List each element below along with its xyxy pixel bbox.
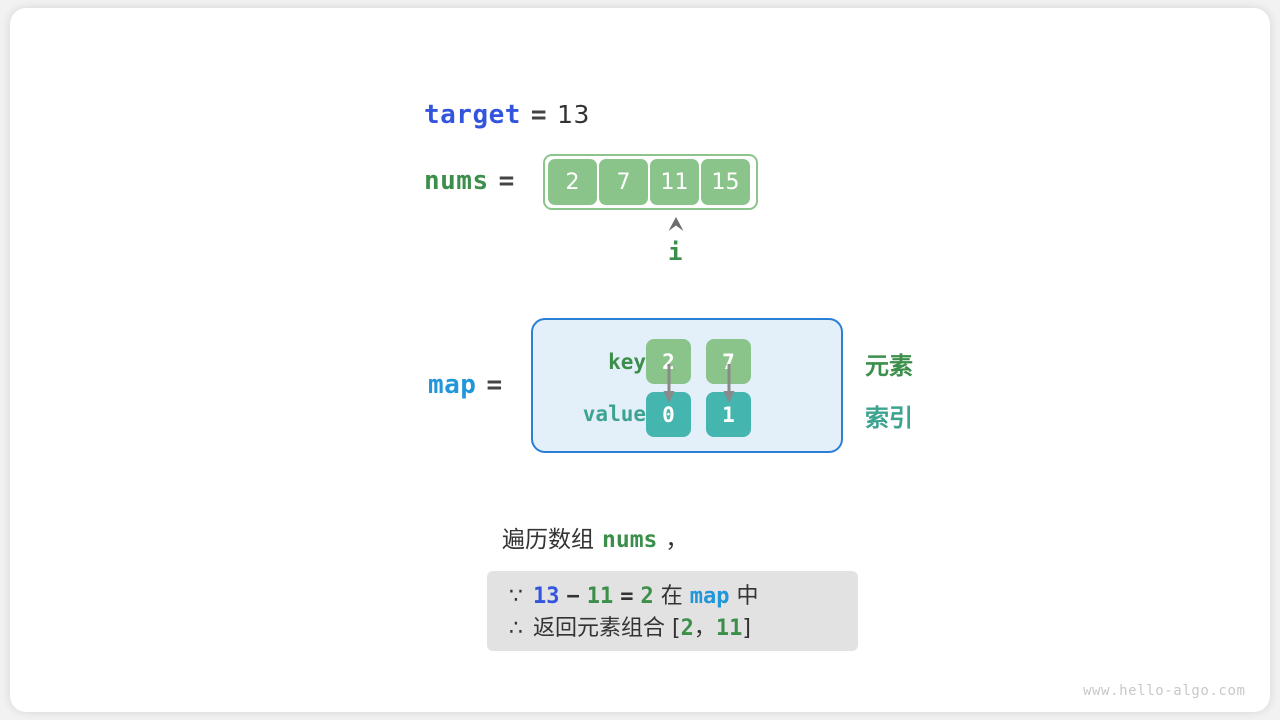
map-row-label: map =	[428, 370, 513, 400]
target-equals-sign: =	[530, 100, 548, 130]
nums-variable-label: nums	[424, 166, 489, 196]
down-arrow-icon	[663, 364, 675, 403]
conclusion-current-value: 11	[586, 584, 614, 609]
array-cell: 11	[650, 159, 699, 205]
conclusion-tail-word: 中	[736, 584, 759, 609]
nums-equals-sign: =	[498, 166, 515, 196]
diagram-card: target = 13 nums = 2 7 11 15 i map = key val…	[10, 8, 1270, 712]
equals-sign: =	[620, 584, 634, 609]
result-comma: ，	[693, 616, 716, 641]
result-value-a: 2	[680, 616, 694, 641]
conclusion-complement-value: 2	[640, 584, 654, 609]
map-value-row-label: value	[582, 402, 646, 426]
therefore-symbol: ∴	[509, 616, 523, 641]
target-row: target = 13	[424, 100, 590, 130]
array-cell: 2	[548, 159, 597, 205]
result-value-b: 11	[715, 616, 743, 641]
array-cell: 7	[599, 159, 648, 205]
target-variable-label: target	[424, 100, 521, 130]
map-key-row-label: key	[608, 350, 646, 374]
conclusion-map-word: map	[689, 584, 730, 609]
map-equals-sign: =	[486, 370, 503, 400]
because-symbol: ∵	[509, 584, 523, 609]
map-variable-label: map	[428, 370, 477, 400]
conclusion-result-text: 返回元素组合	[533, 616, 666, 641]
minus-sign: −	[566, 584, 580, 609]
caption-code: nums	[602, 527, 658, 553]
conclusion-line-2: ∴ 返回元素组合[2，11]	[509, 613, 836, 645]
up-caret-icon	[668, 217, 684, 231]
legend-element-label: 元素	[865, 352, 913, 380]
legend-index-label: 索引	[865, 404, 913, 432]
conclusion-target-value: 13	[533, 584, 560, 609]
caption-suffix: ，	[665, 527, 689, 553]
map-value-cell: 0	[646, 392, 691, 437]
target-value: 13	[557, 100, 590, 129]
bracket-close: ]	[742, 616, 751, 641]
map-value-cell: 1	[706, 392, 751, 437]
down-arrow-icon	[723, 364, 735, 403]
array-cell: 15	[701, 159, 750, 205]
conclusion-in-word: 在	[660, 584, 683, 609]
caption-prefix: 遍历数组	[502, 527, 594, 553]
caption-text: 遍历数组 nums ，	[502, 520, 688, 554]
array-container: 2 7 11 15	[543, 154, 758, 210]
nums-row-label: nums =	[424, 166, 525, 196]
map-panel: key value 2 7 0 1	[531, 318, 843, 453]
pointer-index-label: i	[668, 238, 683, 266]
bracket-open: [	[672, 616, 681, 641]
watermark-text: www.hello-algo.com	[1083, 683, 1246, 699]
